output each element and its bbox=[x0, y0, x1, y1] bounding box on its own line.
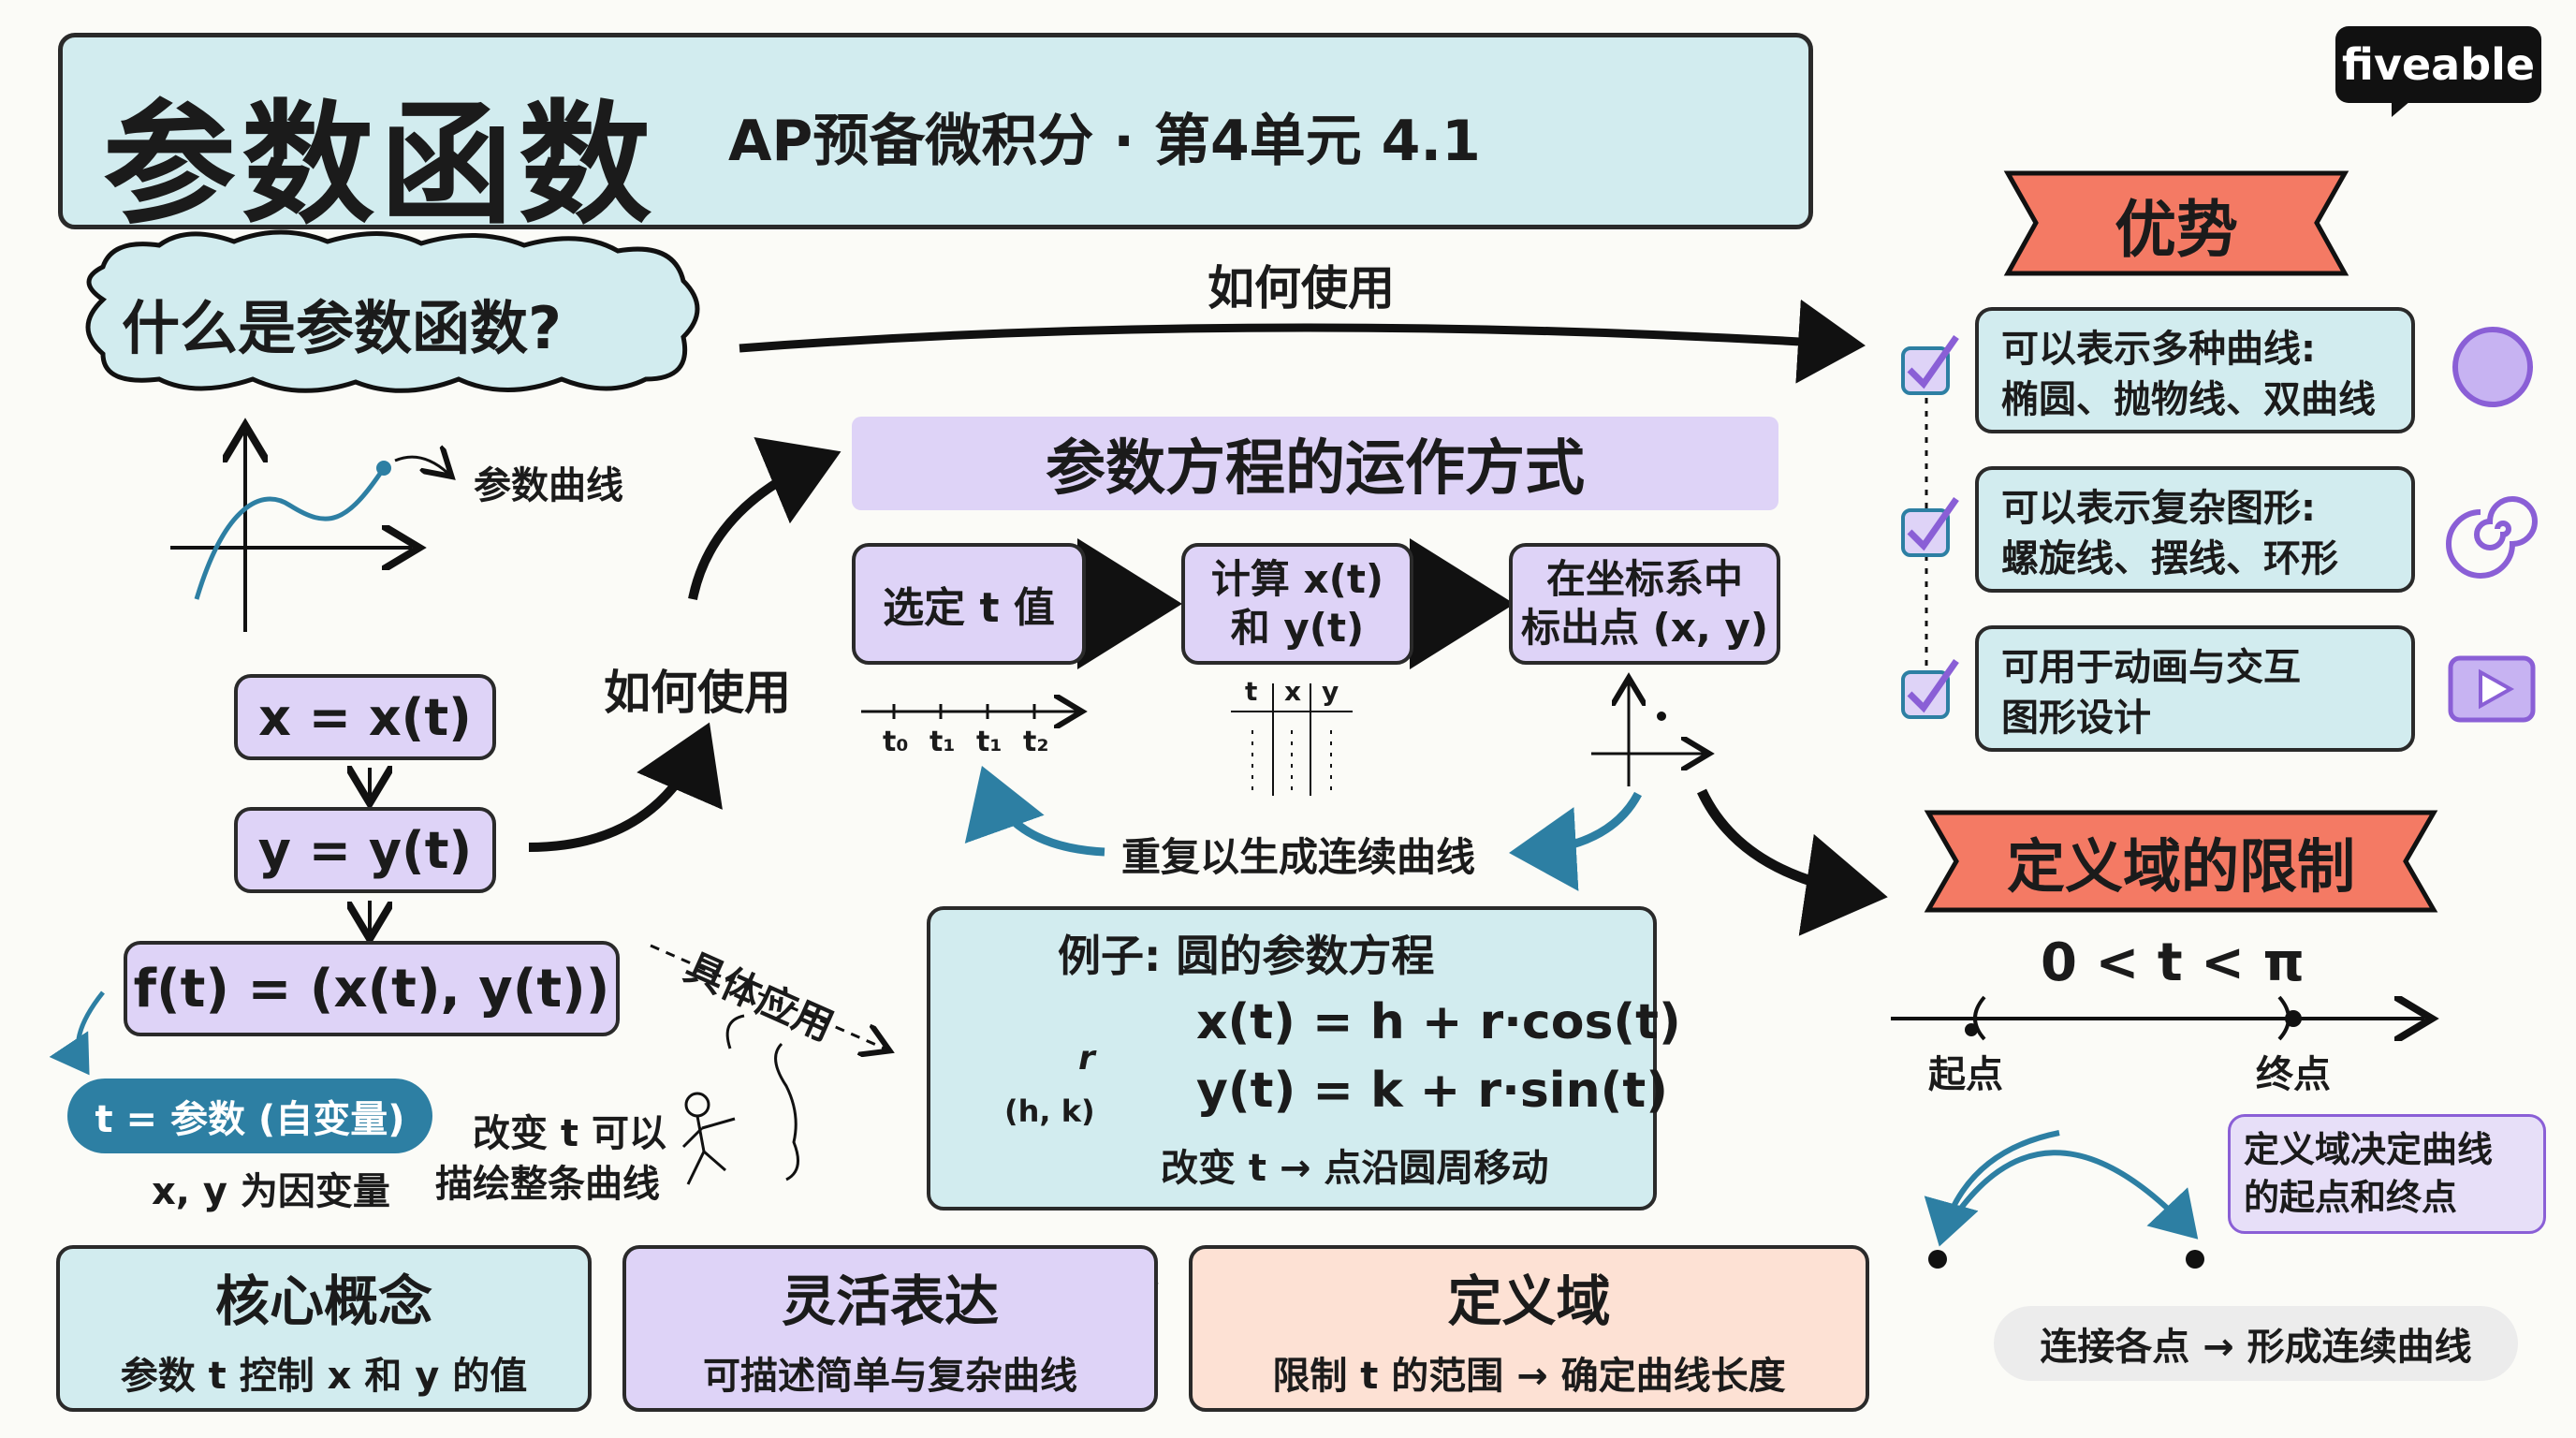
example-note: 改变 t → 点沿圆周移动 bbox=[1161, 1147, 1549, 1190]
card-text: 可描述简单与复杂曲线 bbox=[703, 1355, 1077, 1398]
example-eq-y: y(t) = k + r·sin(t) bbox=[1196, 1063, 1669, 1119]
dependent-note: x, y 为因变量 bbox=[152, 1170, 390, 1213]
step-plot: 在坐标系中 标出点 (x, y) bbox=[1509, 543, 1780, 665]
change-note-line2: 描绘整条曲线 bbox=[435, 1163, 660, 1206]
card-text: 限制 t 的范围 → 确定曲线长度 bbox=[1272, 1355, 1786, 1398]
curve-label: 参数曲线 bbox=[474, 464, 623, 507]
how-works-title: 参数方程的运作方式 bbox=[852, 417, 1778, 510]
question-cloud bbox=[85, 229, 700, 393]
top-arrow-label: 如何使用 bbox=[1208, 261, 1395, 315]
mid-arrow-label: 如何使用 bbox=[604, 666, 791, 720]
domain-end-label: 终点 bbox=[2256, 1053, 2331, 1096]
advantage-item: 可以表示复杂图形: 螺旋线、摆线、环形 bbox=[1975, 466, 2415, 593]
step-compute: 计算 x(t) 和 y(t) bbox=[1181, 543, 1413, 665]
connect-arc bbox=[1924, 1130, 2204, 1269]
question-heading: 什么是参数函数? bbox=[122, 294, 562, 362]
domain-banner bbox=[1924, 810, 2438, 913]
advantages-title: 优势 bbox=[2115, 193, 2238, 266]
card-title: 灵活表达 bbox=[781, 1269, 999, 1333]
value-table bbox=[1231, 683, 1353, 796]
repeat-label: 重复以生成连续曲线 bbox=[1121, 834, 1476, 880]
advantage-item: 可以表示多种曲线: 椭圆、抛物线、双曲线 bbox=[1975, 307, 2415, 433]
card-text: 参数 t 控制 x 和 y 的值 bbox=[120, 1355, 528, 1398]
card-core-concept: 核心概念 参数 t 控制 x 和 y 的值 bbox=[56, 1245, 592, 1412]
y-equation: y = y(t) bbox=[234, 807, 496, 893]
check-icon bbox=[1901, 334, 1959, 719]
circle-icon bbox=[2452, 327, 2533, 407]
domain-note: 定义域决定曲线 的起点和终点 bbox=[2228, 1114, 2546, 1234]
card-title: 定义域 bbox=[1447, 1269, 1611, 1333]
spiral-icon bbox=[2446, 496, 2538, 579]
climber-sketch bbox=[681, 1014, 799, 1185]
card-domain: 定义域 限制 t 的范围 → 确定曲线长度 bbox=[1189, 1245, 1869, 1412]
f-equation: f(t) = (x(t), y(t)) bbox=[124, 941, 620, 1036]
connect-pill: 连接各点 → 形成连续曲线 bbox=[1994, 1306, 2518, 1381]
domain-range: 0 < t < π bbox=[2041, 932, 2305, 993]
example-eq-x: x(t) = h + r·cos(t) bbox=[1196, 994, 1681, 1050]
step-choose-t: 选定 t 值 bbox=[852, 543, 1086, 665]
domain-number-line bbox=[1891, 995, 2424, 1039]
parametric-curve-graph bbox=[170, 433, 447, 632]
domain-arrow bbox=[1697, 788, 1888, 936]
tick-t0: t₀ bbox=[883, 726, 909, 758]
mid-arrow-lower bbox=[528, 722, 723, 852]
table-header-x: x bbox=[1284, 676, 1302, 707]
advantage-item: 可用于动画与交互 图形设计 bbox=[1975, 625, 2415, 752]
mid-arrow-up bbox=[688, 436, 842, 600]
point-axes bbox=[1591, 683, 1704, 786]
card-flexible: 灵活表达 可描述简单与复杂曲线 bbox=[622, 1245, 1158, 1412]
x-equation: x = x(t) bbox=[234, 674, 496, 760]
brand-logo[interactable]: fiveable bbox=[2335, 26, 2541, 103]
domain-title: 定义域的限制 bbox=[2006, 832, 2355, 901]
parameter-pill: t = 参数 (自变量) bbox=[67, 1078, 432, 1153]
table-header-t: t bbox=[1245, 676, 1258, 707]
page-title: 参数函数 bbox=[103, 88, 657, 242]
example-box bbox=[927, 906, 1657, 1211]
play-icon bbox=[2448, 655, 2536, 723]
domain-start-label: 起点 bbox=[1928, 1053, 2003, 1096]
tick-t1: t₁ bbox=[929, 726, 956, 758]
change-note-line1: 改变 t 可以 bbox=[473, 1112, 666, 1155]
table-header-y: y bbox=[1322, 676, 1339, 707]
radius-label: r bbox=[1078, 1039, 1095, 1078]
top-arrow bbox=[739, 299, 1866, 384]
example-title: 例子: 圆的参数方程 bbox=[1058, 931, 1435, 981]
title-banner bbox=[58, 33, 1813, 229]
tick-t1b: t₁ bbox=[976, 726, 1003, 758]
page-subtitle: AP预备微积分 · 第4单元 4.1 bbox=[728, 109, 1481, 174]
t-number-line bbox=[861, 704, 1076, 719]
center-label: (h, k) bbox=[1004, 1093, 1095, 1129]
advantage-banner bbox=[2003, 170, 2349, 276]
tick-t2: t₂ bbox=[1023, 726, 1049, 758]
card-title: 核心概念 bbox=[214, 1269, 432, 1333]
